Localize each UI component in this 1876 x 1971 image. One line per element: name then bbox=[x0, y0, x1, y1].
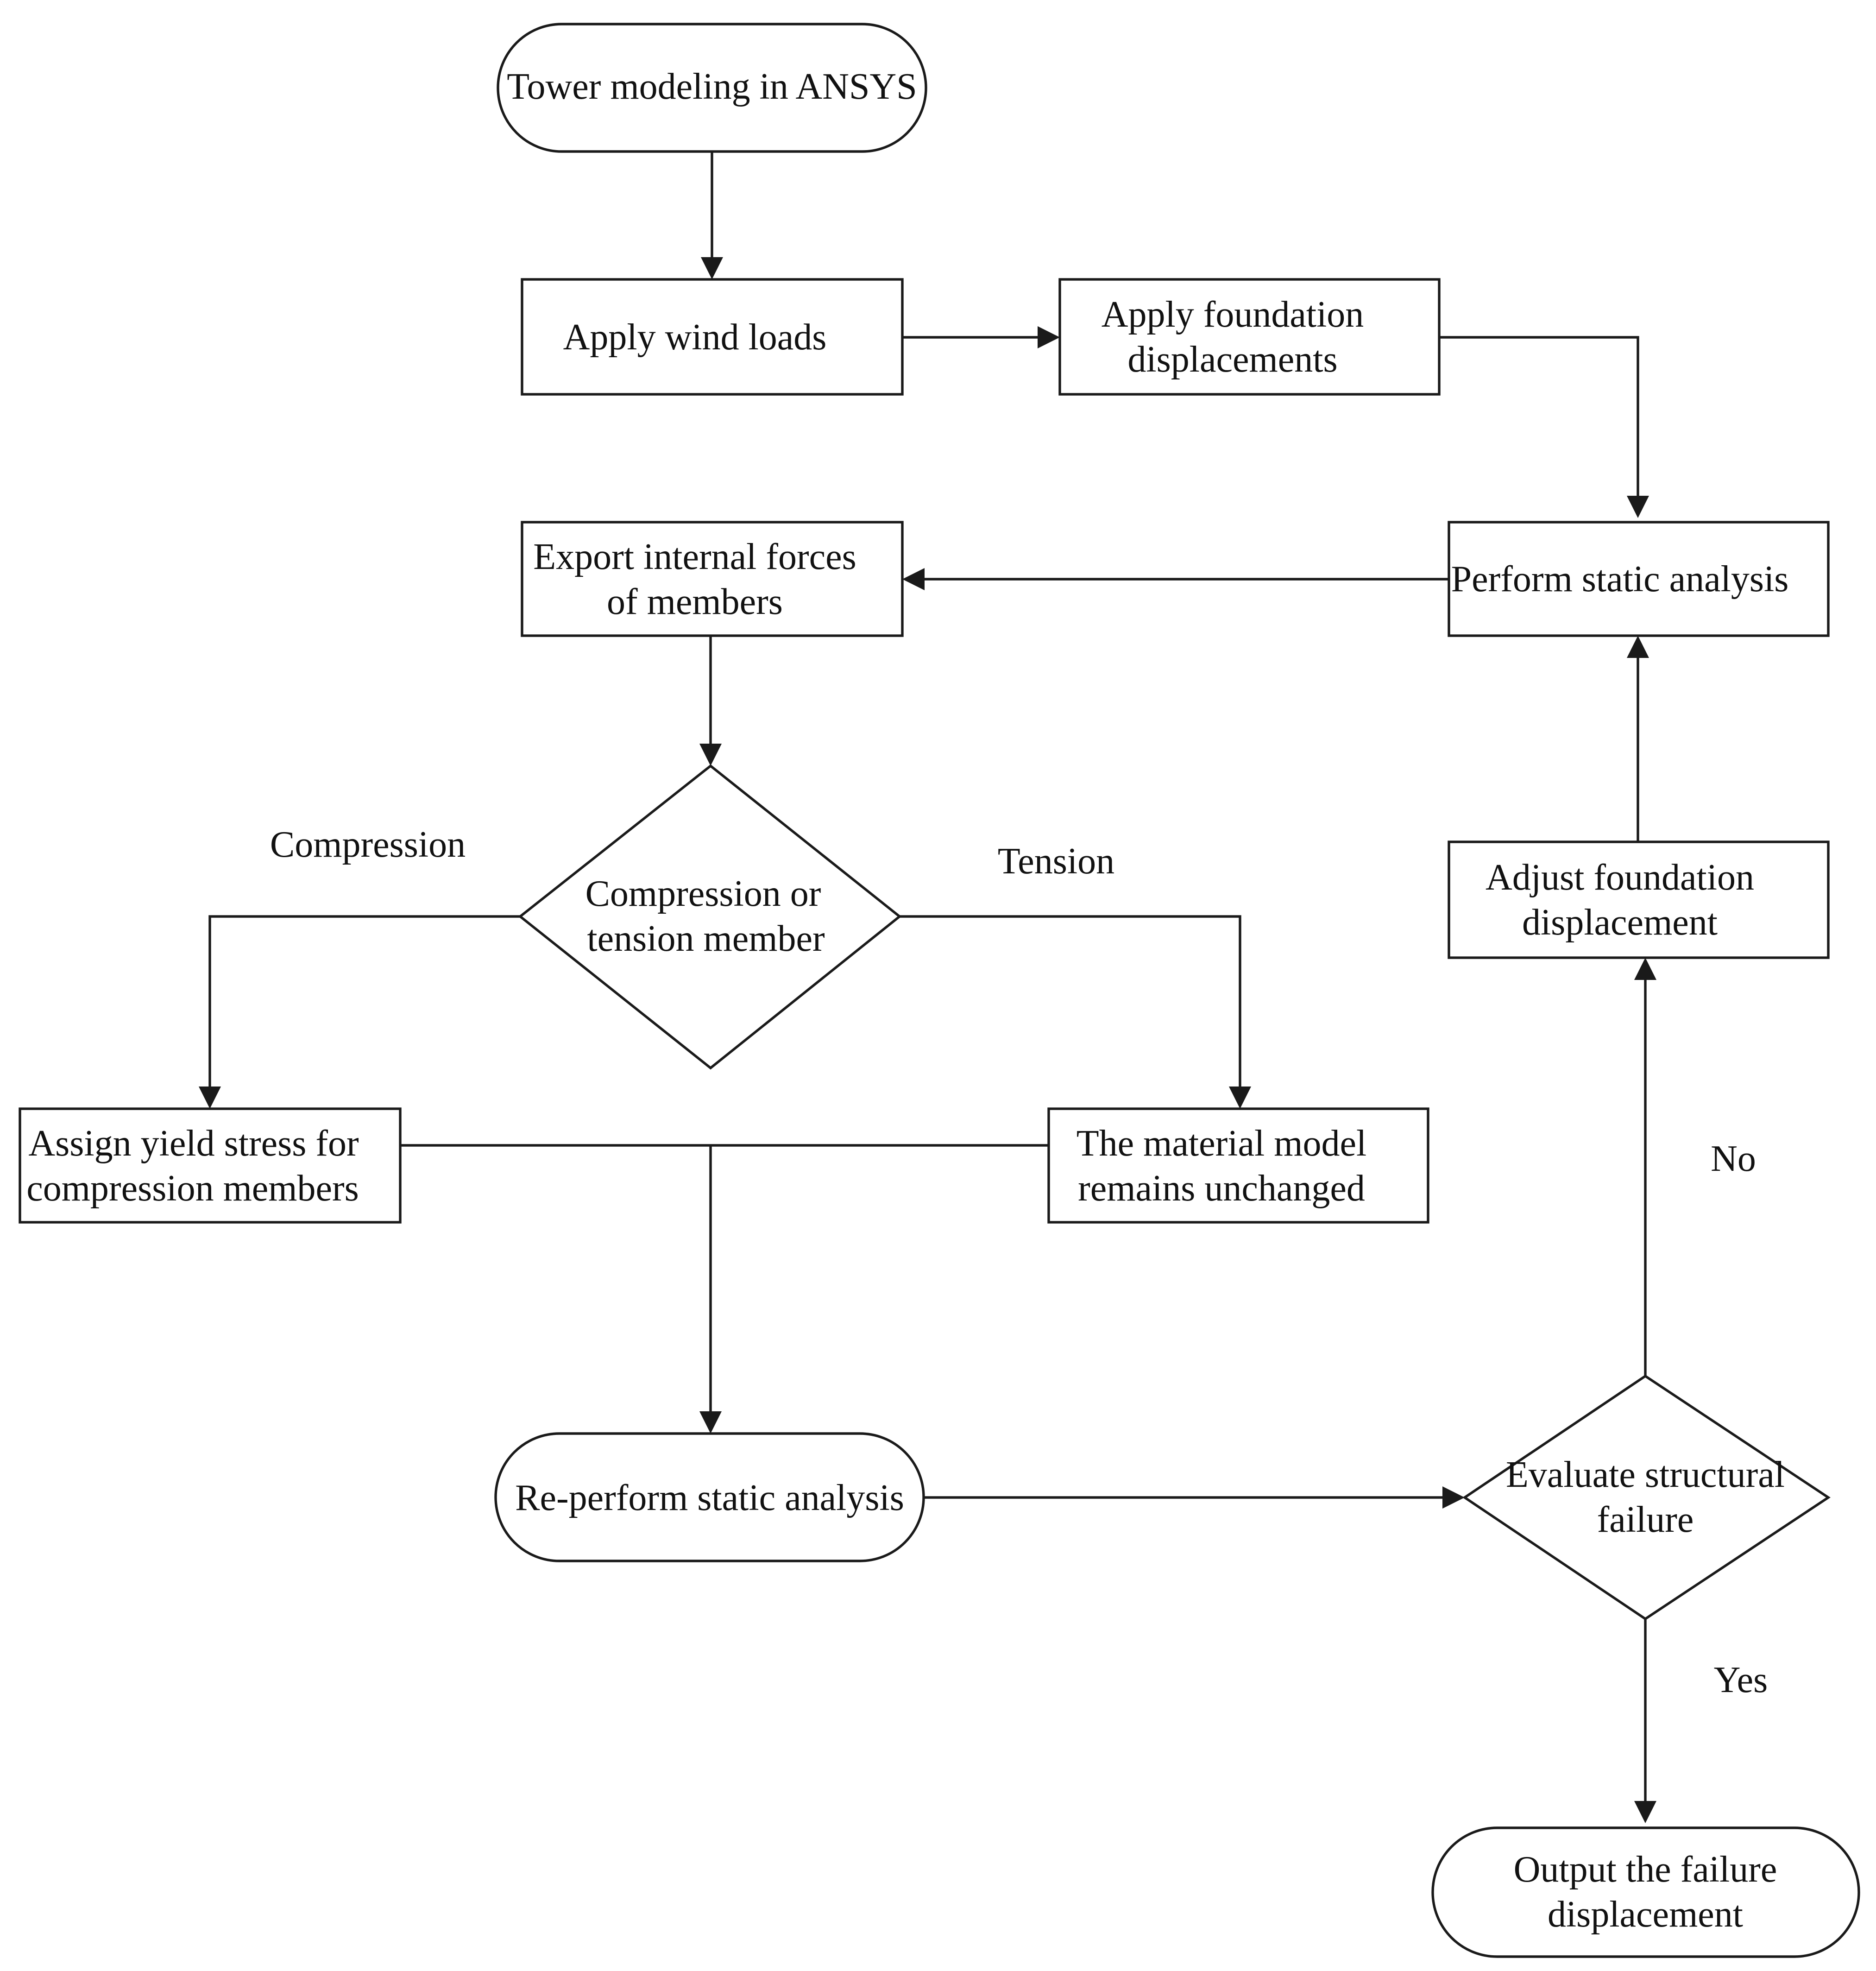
arrowhead-icon bbox=[1634, 1801, 1656, 1823]
arrowhead-icon bbox=[1627, 496, 1649, 518]
node-label-line: Apply foundation bbox=[1102, 294, 1364, 335]
node-label-line: displacements bbox=[1127, 339, 1337, 380]
process-perform-static-analysis[interactable]: Perform static analysis bbox=[1448, 521, 1830, 637]
terminal-re-perform-static-analysis[interactable]: Re-perform static analysis bbox=[494, 1432, 925, 1562]
node-label-line: compression members bbox=[26, 1168, 359, 1209]
node-label-line: Evaluate structural bbox=[1506, 1454, 1785, 1495]
node-label-line: The material model bbox=[1076, 1123, 1366, 1164]
node-label-line: Adjust foundation bbox=[1486, 857, 1754, 898]
arrowhead-icon bbox=[1229, 1087, 1251, 1109]
arrow-decision-to-assign bbox=[208, 915, 520, 1091]
node-label-line: tension member bbox=[587, 918, 825, 959]
arrowhead-icon bbox=[1627, 636, 1649, 658]
node-label-line: displacement bbox=[1522, 902, 1718, 943]
node-label-line: Tower modeling in ANSYS bbox=[507, 66, 917, 107]
node-label-line: displacement bbox=[1548, 1894, 1743, 1935]
edge-label-yes: Yes bbox=[1714, 1660, 1768, 1700]
arrowhead-icon bbox=[699, 744, 722, 766]
node-label-line: Assign yield stress for bbox=[28, 1123, 359, 1164]
node-label: Apply wind loads bbox=[563, 317, 827, 358]
arrowhead-icon bbox=[701, 257, 723, 279]
arrowhead-icon bbox=[199, 1087, 221, 1109]
node-label-line: of members bbox=[607, 581, 783, 622]
node-label-line: Export internal forces bbox=[533, 537, 856, 577]
terminal-start[interactable]: Tower modeling in ANSYS bbox=[497, 23, 927, 153]
arrowhead-icon bbox=[902, 568, 925, 590]
node-label-line: failure bbox=[1597, 1499, 1694, 1540]
edge-label-no: No bbox=[1711, 1138, 1756, 1179]
node-label-line: Output the failure bbox=[1514, 1849, 1777, 1890]
arrow-foundation-to-static bbox=[1439, 336, 1639, 500]
arrowhead-icon bbox=[1038, 326, 1060, 348]
arrow-decision-to-unchanged bbox=[900, 915, 1241, 1091]
node-label: Perform static analysis bbox=[1451, 559, 1789, 600]
node-label: Tower modeling in ANSYS bbox=[507, 66, 917, 107]
node-label-line: Perform static analysis bbox=[1451, 559, 1789, 600]
edge-label-tension: Tension bbox=[998, 841, 1114, 882]
arrowhead-icon bbox=[699, 1411, 722, 1434]
edge-label-compression: Compression bbox=[270, 824, 466, 865]
node-label-line: Compression or bbox=[585, 873, 821, 914]
node-label-line: Re-perform static analysis bbox=[515, 1478, 904, 1518]
node-label-line: Apply wind loads bbox=[563, 317, 827, 358]
node-label: Re-perform static analysis bbox=[515, 1478, 904, 1518]
connectors bbox=[199, 152, 1656, 1823]
arrowhead-icon bbox=[1634, 958, 1656, 980]
arrowhead-icon bbox=[1442, 1486, 1465, 1509]
node-label-line: remains unchanged bbox=[1078, 1168, 1365, 1209]
process-apply-wind-loads[interactable]: Apply wind loads bbox=[521, 278, 904, 396]
